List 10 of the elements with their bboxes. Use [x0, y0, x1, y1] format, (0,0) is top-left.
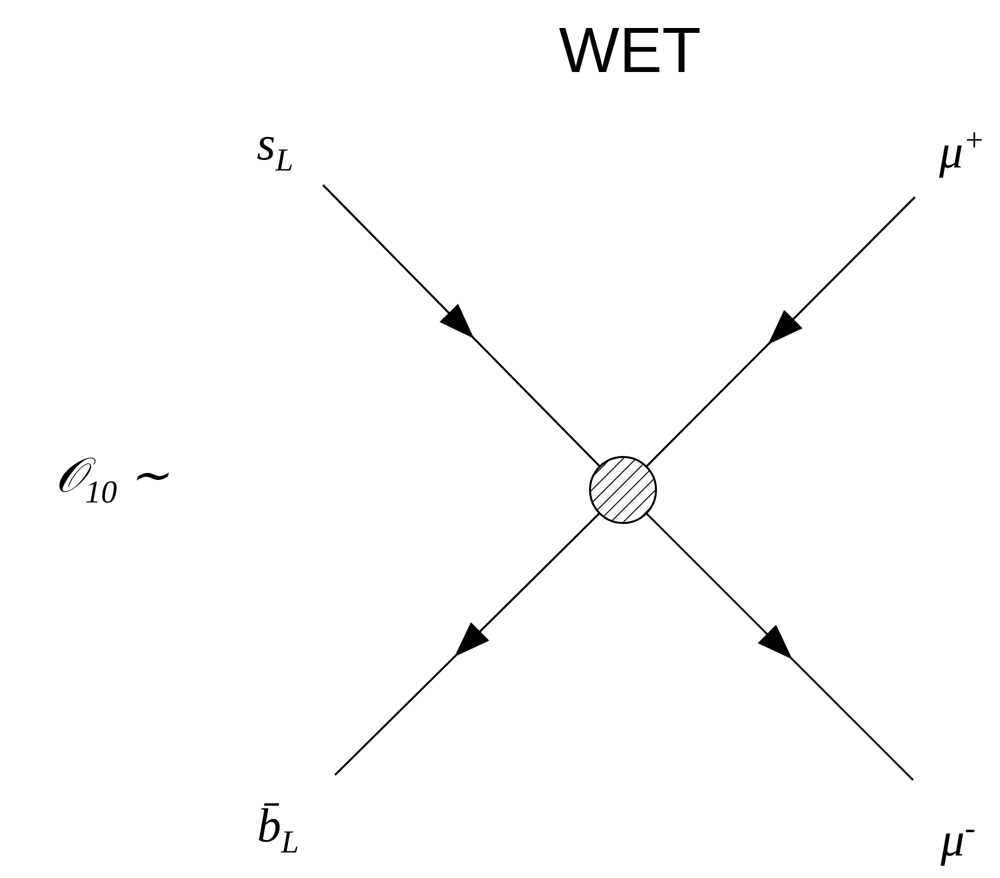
- fermion-line: [646, 512, 914, 781]
- fermion-line: [334, 512, 600, 776]
- particle-label: b̄$_{L}$: [257, 802, 299, 858]
- fermion-line: [322, 184, 601, 468]
- particle-label: μ$^{+}$: [939, 124, 985, 176]
- particle-label: μ$^{-}$: [940, 812, 976, 864]
- diagram-title: WET: [558, 13, 702, 87]
- operator-label: 𝒪$_{10}$ ∼: [55, 452, 169, 508]
- fermion-line: [646, 196, 916, 468]
- particle-label: s$_{L}$: [256, 120, 294, 176]
